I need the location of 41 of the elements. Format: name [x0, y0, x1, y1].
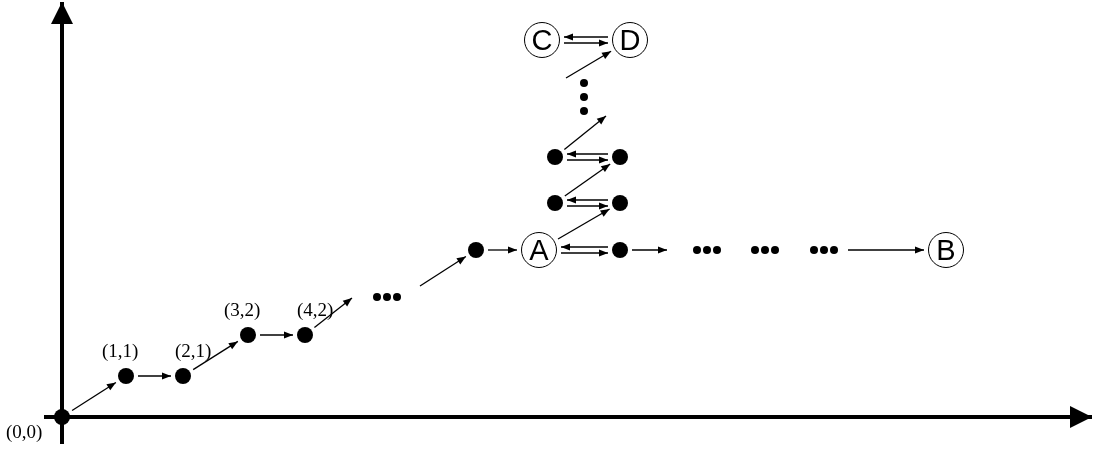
arrow [137, 372, 172, 380]
letter-circle: C [524, 22, 560, 58]
letter-circle: A [521, 232, 557, 268]
arrow [564, 163, 611, 197]
lattice-point [547, 149, 563, 165]
arrow [565, 50, 612, 79]
coordinate-label: (4,2) [297, 299, 334, 321]
arrow [560, 243, 609, 251]
arrow [566, 150, 609, 158]
lattice-point [612, 149, 628, 165]
lattice-point [297, 327, 313, 343]
coordinate-label: (2,1) [175, 340, 212, 362]
lattice-point [118, 368, 134, 384]
coordinate-label: (0,0) [6, 421, 43, 443]
arrow [192, 340, 239, 371]
lattice-point [547, 195, 563, 211]
arrow [259, 331, 294, 339]
arrow [566, 156, 609, 164]
arrow [631, 246, 668, 254]
arrow [563, 33, 609, 41]
coordinate-label: (1,1) [102, 340, 139, 362]
arrow [563, 39, 609, 47]
lattice-point [468, 242, 484, 258]
arrow [566, 196, 609, 204]
arrow [487, 246, 518, 254]
letter-circle: B [928, 232, 964, 268]
arrow [71, 381, 117, 412]
coordinate-label: (3,2) [224, 299, 261, 321]
arrow [847, 246, 925, 254]
arrow [419, 255, 467, 287]
arrow [566, 202, 609, 210]
lattice-point [612, 195, 628, 211]
lattice-point [175, 368, 191, 384]
lattice-point [54, 409, 70, 425]
arrow [313, 297, 353, 329]
lattice-point [240, 327, 256, 343]
arrow [563, 115, 607, 151]
letter-circle: D [612, 22, 648, 58]
arrow [557, 208, 611, 240]
arrow [560, 249, 609, 257]
lattice-point [612, 242, 628, 258]
